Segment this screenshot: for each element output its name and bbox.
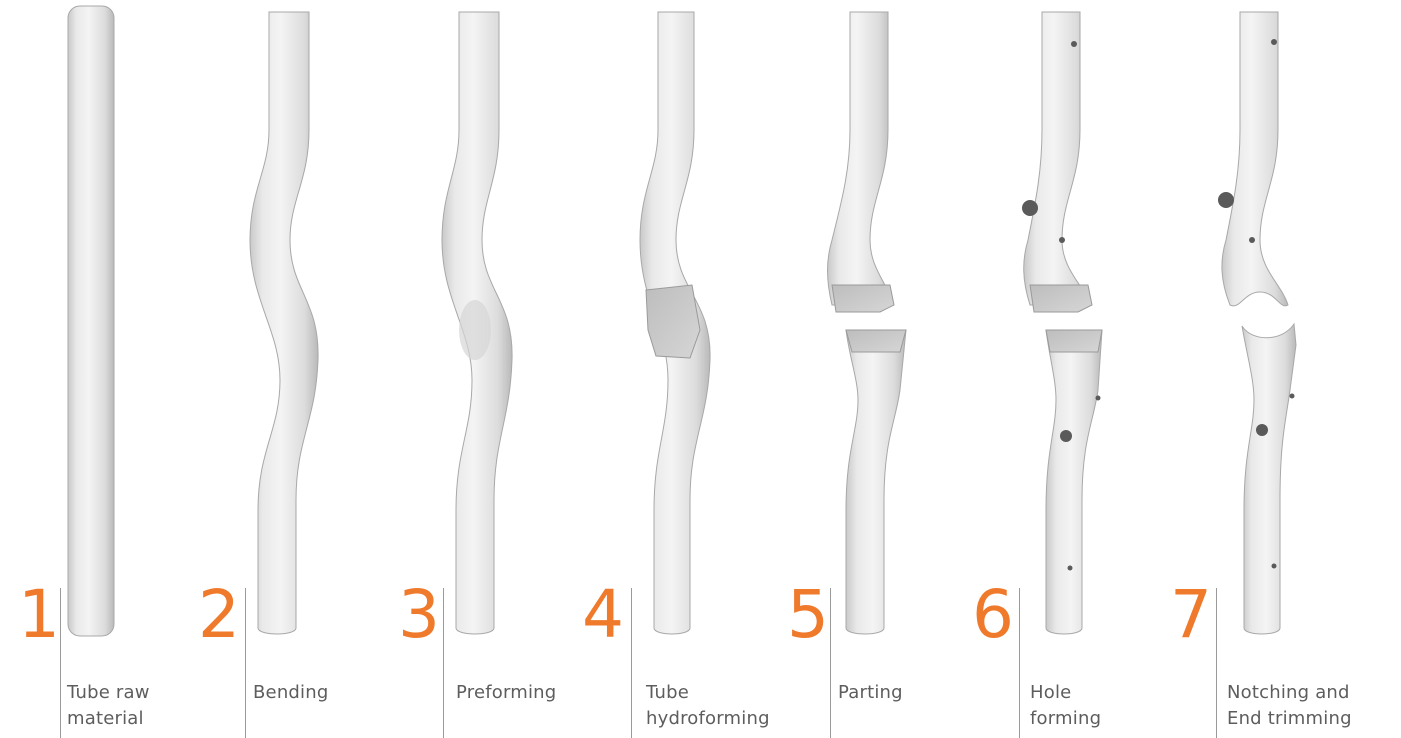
step-divider-6 xyxy=(1019,588,1020,738)
hydroformed-tube-icon xyxy=(640,12,710,634)
step-label-2: Bending xyxy=(253,680,329,706)
step-label-4: Tube hydroforming xyxy=(646,680,770,732)
step-label-5: Parting xyxy=(838,680,903,706)
step-number-1: 1 xyxy=(18,580,60,650)
step-label-7: Notching and End trimming xyxy=(1227,680,1352,732)
step-number-3: 3 xyxy=(398,580,440,650)
parted-tube-icon xyxy=(828,12,907,634)
notched-trimmed-tube-icon xyxy=(1218,12,1296,634)
step-divider-4 xyxy=(631,588,632,738)
bent-tube-icon xyxy=(250,12,318,634)
step-divider-5 xyxy=(830,588,831,738)
step-number-2: 2 xyxy=(198,580,240,650)
step-number-5: 5 xyxy=(787,580,829,650)
hole-formed-tube-icon xyxy=(1022,12,1102,634)
step-divider-7 xyxy=(1216,588,1217,738)
step-label-3: Preforming xyxy=(456,680,556,706)
step-divider-3 xyxy=(443,588,444,738)
step-label-6: Hole forming xyxy=(1030,680,1101,732)
step-divider-2 xyxy=(245,588,246,738)
step-label-1: Tube raw material xyxy=(67,680,150,732)
step-number-7: 7 xyxy=(1170,580,1212,650)
step-divider-1 xyxy=(60,588,61,738)
step-number-6: 6 xyxy=(972,580,1014,650)
step-number-4: 4 xyxy=(582,580,624,650)
preformed-tube-icon xyxy=(442,12,512,634)
straight-tube-icon xyxy=(68,6,114,636)
